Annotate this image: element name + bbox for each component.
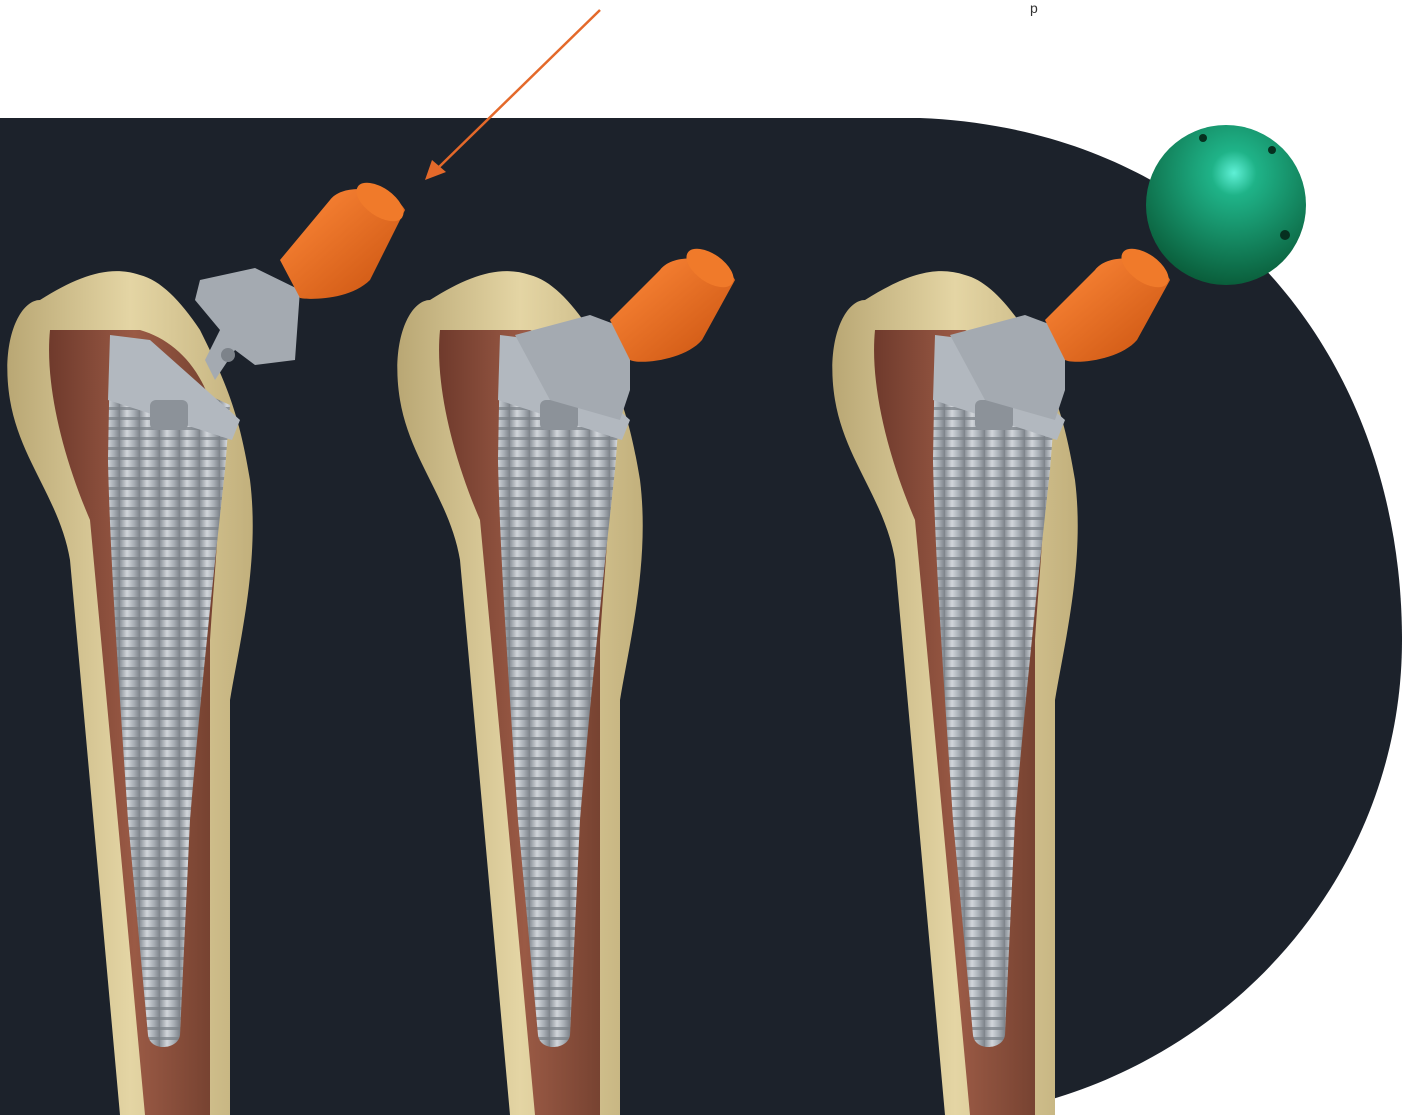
femoral-head-ball — [1146, 125, 1306, 285]
